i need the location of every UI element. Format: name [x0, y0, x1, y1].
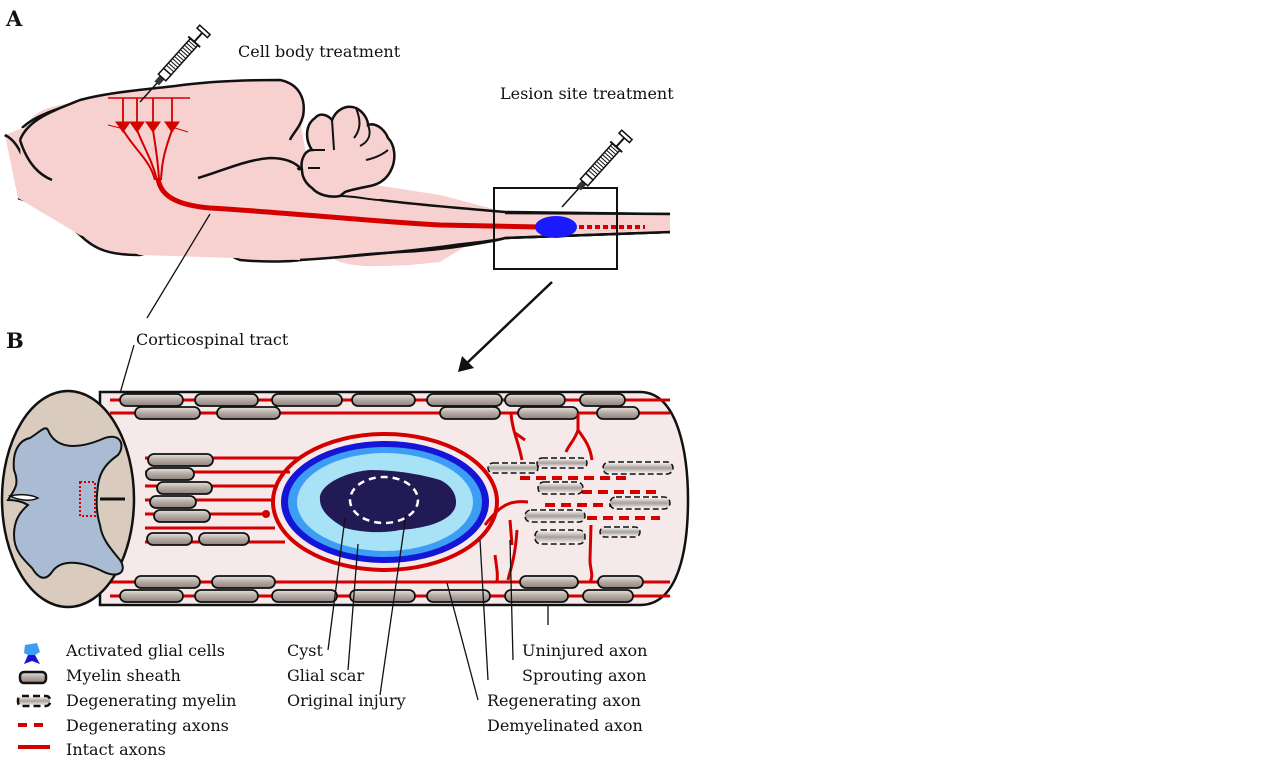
- syringe-cell-body-icon: [139, 24, 212, 103]
- activated-glial-cell-icon: [24, 643, 40, 657]
- label-uninjured-axon: Uninjured axon: [522, 641, 648, 660]
- label-corticospinal-tract: Corticospinal tract: [136, 330, 289, 349]
- injured-axons-left: [145, 453, 300, 546]
- degenerating-myelin-icon: [16, 694, 52, 708]
- lesion-site: [535, 216, 577, 238]
- spinal-cord-outline-bottom: [299, 230, 671, 262]
- spinal-cord-cylinder: [0, 389, 690, 609]
- legend-label-intact-axons: Intact axons: [66, 740, 166, 759]
- sprouting-axons: [483, 412, 594, 583]
- spinal-cord-outline-top: [379, 198, 671, 216]
- legend-label-degenerating-myelin: Degenerating myelin: [66, 691, 237, 710]
- cortical-neurons: [107, 97, 190, 181]
- myelin-sheath-icon: [18, 670, 48, 685]
- uninjured-axons-top: [110, 393, 670, 420]
- cerebellum: [300, 105, 396, 198]
- label-sprouting-axon: Sprouting axon: [522, 666, 647, 685]
- syringe-lesion-site-icon: [561, 129, 634, 208]
- brain-illustration: [4, 24, 671, 491]
- label-glial-scar: Glial scar: [287, 666, 365, 685]
- corticospinal-tract-a: [155, 177, 541, 230]
- original-injury: [348, 475, 420, 525]
- legend-label-degenerating-axons: Degenerating axons: [66, 716, 229, 735]
- panel-a-label: A: [6, 6, 23, 31]
- legend-label-myelin-sheath: Myelin sheath: [66, 666, 181, 685]
- label-lesion-site-treatment: Lesion site treatment: [500, 84, 674, 103]
- panel-b-label: B: [6, 328, 24, 353]
- gray-matter: [6, 427, 124, 579]
- label-original-injury: Original injury: [287, 691, 406, 710]
- corticospinal-tract-dots: [79, 481, 96, 517]
- label-cell-body-treatment: Cell body treatment: [238, 42, 401, 61]
- label-demyelinated-axon: Demyelinated axon: [487, 716, 643, 735]
- zoom-arrow-head: [458, 356, 474, 372]
- zoom-arrow: [465, 281, 553, 365]
- cyst: [319, 470, 457, 533]
- lesion-b: [271, 432, 499, 572]
- label-regenerating-axon: Regenerating axon: [487, 691, 641, 710]
- legend-label-activated-glial-cells: Activated glial cells: [66, 641, 225, 660]
- degenerating-myelin-b: [487, 457, 674, 545]
- lesion-zoom-box: [493, 187, 618, 270]
- legend-icons: [16, 643, 52, 749]
- label-cyst: Cyst: [287, 641, 323, 660]
- leader-lines: [327, 514, 549, 701]
- uninjured-axons-bottom: [110, 575, 670, 603]
